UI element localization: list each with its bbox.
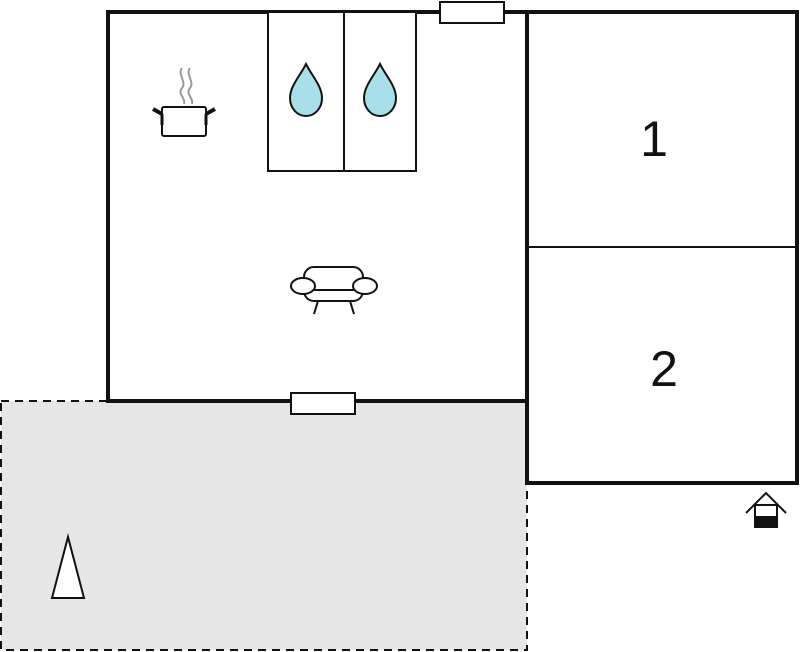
room-label-2: 2 (650, 341, 678, 397)
cooking-pot-icon (152, 67, 216, 137)
window-top (439, 1, 505, 24)
window-bottom (290, 392, 356, 415)
terrace-area (0, 400, 528, 651)
sofa-icon (290, 266, 378, 315)
bathroom (267, 11, 417, 172)
tree-icon (50, 533, 86, 599)
house-entrance-icon (745, 491, 787, 528)
water-drop-icon (362, 61, 398, 118)
water-drop-icon (288, 61, 324, 118)
room-label-1: 1 (640, 111, 668, 167)
